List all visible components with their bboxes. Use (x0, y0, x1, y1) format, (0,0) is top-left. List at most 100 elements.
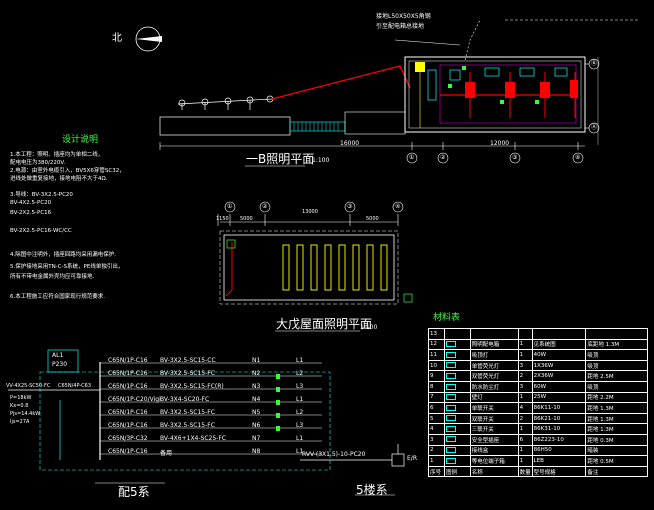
circuit-no: N7 (252, 435, 261, 442)
materials-cell: 3 (517, 380, 533, 393)
circuit-no: N3 (252, 383, 261, 390)
circuit-phase: L3 (296, 422, 304, 429)
materials-cell (443, 402, 471, 414)
circuit-phase: L2 (296, 370, 304, 377)
roof-dim-4: 5000 (366, 216, 379, 222)
materials-cell: 接线盒 (469, 444, 519, 457)
materials-cell: 序号 (428, 465, 445, 478)
circuit-cable: BV-3X2.5-SC15-FC(R) (160, 383, 224, 390)
b-axis-2: ② (440, 154, 446, 161)
materials-cell: 单联开关 (469, 402, 519, 414)
materials-cell: 86K31-10 (531, 423, 587, 435)
panel-left-label: Ijs=27A (10, 419, 30, 425)
materials-cell: 型号规格 (531, 465, 587, 478)
note-line: 6.本工程施工应符合国家现行规范要求. (10, 294, 105, 300)
note-line: 进线处做重复接地，接地电阻不大于4Ω. (10, 176, 108, 182)
materials-cell: 86H50 (531, 444, 587, 457)
small-system-title: 5楼系 (356, 483, 388, 497)
materials-cell: 1 (517, 391, 533, 404)
roof-dim-2: 5000 (240, 216, 253, 222)
note-line: 2.电源：由室外电缆引入，BV5X6穿管SC32， (10, 168, 125, 174)
legend-symbol-icon (445, 457, 456, 464)
materials-cell: 3 (517, 359, 533, 372)
note-line: 配电电压为380/220V. (10, 160, 66, 166)
materials-cell: 2X36W (531, 370, 587, 382)
roof-plan-scale: 1:100 (360, 324, 378, 331)
circuit-cable: BV-3X2.5-SC15-CC (160, 357, 216, 364)
materials-cell: 距地 1.3M (585, 423, 648, 435)
materials-cell: 6 (517, 433, 533, 446)
note-line: 5.保护接地采用TN-C-S系统，PE线单独引出， (10, 264, 124, 270)
circuit-cable: 备用 (160, 450, 173, 457)
materials-cell: 8 (428, 380, 445, 393)
legend-symbol-icon (445, 372, 456, 379)
materials-cell: 暗装 (585, 444, 648, 457)
materials-cell: 照明配电箱 (469, 338, 519, 351)
materials-cell: 见系统图 (531, 338, 587, 351)
materials-cell: 距地 2.5M (585, 370, 648, 382)
circuit-phase: L1 (296, 357, 304, 364)
materials-cell: 吸顶 (585, 349, 648, 361)
materials-cell: 9 (428, 370, 445, 382)
materials-cell: 1X36W (531, 359, 587, 372)
feeder-line (271, 65, 411, 100)
materials-cell: 3 (428, 433, 445, 446)
materials-cell: 双联开关 (469, 412, 519, 425)
materials-cell: 1 (517, 423, 533, 435)
materials-cell: 距地 0.5M (585, 455, 648, 467)
materials-cell (443, 391, 471, 404)
materials-cell: 三联开关 (469, 423, 519, 435)
b-axis-4: ④ (575, 154, 581, 161)
note-line: 3.导线：BV-3X2.5-PC20 (10, 192, 73, 198)
circuit-cable: BV-3X2.5-SC15-FC (160, 422, 215, 429)
circuit-no: N4 (252, 396, 261, 403)
design-notes-title: 设计说明 (62, 135, 99, 145)
materials-cell: 距地 1.3M (585, 412, 648, 425)
materials-cell: 60W (531, 380, 587, 393)
materials-cell: 5 (428, 412, 445, 425)
materials-cell: 吸顶 (585, 359, 648, 372)
materials-cell: 距地 0.3M (585, 433, 648, 446)
circuit-cable: BV-3X2.5-SC15-FC (160, 370, 215, 377)
b-plan-building (404, 56, 586, 133)
circuit-phase: L2 (296, 409, 304, 416)
small-system-cable: RVV-(3X1.5)-10-PC20 (302, 451, 366, 458)
materials-cell (443, 359, 471, 372)
materials-cell (531, 328, 587, 340)
circuit-phase: L1 (296, 396, 304, 403)
circuit-breaker: C65N/1P-C16 (108, 448, 148, 455)
materials-cell: 双管荧光灯 (469, 370, 519, 382)
materials-cell (443, 433, 471, 446)
note-line: BV-4X2.5-PC20 (10, 200, 52, 206)
materials-cell: 2 (517, 370, 533, 382)
roof-axis-4: ④ (395, 203, 401, 210)
legend-symbol-icon (445, 425, 456, 432)
materials-cell: 2 (517, 412, 533, 425)
circuit-breaker: C65N/1P-C16 (108, 422, 148, 429)
materials-cell: 名称 (469, 465, 519, 478)
b-plan-dim-1: 16000 (340, 140, 360, 147)
legend-symbol-icon (445, 447, 456, 454)
b-plan-dimensions (159, 58, 600, 164)
materials-cell: 备注 (585, 465, 648, 478)
b-plan-title: 一B照明平面 (246, 152, 315, 166)
materials-cell: 86K21-10 (531, 412, 587, 425)
materials-cell (585, 328, 648, 340)
materials-cell: 6 (428, 402, 445, 414)
materials-cell: 1 (517, 455, 533, 467)
materials-cell: 防水防尘灯 (469, 380, 519, 393)
legend-symbol-icon (445, 362, 456, 369)
note-line: 所有不带电金属外壳均应可靠接地. (10, 274, 95, 280)
small-system-schematic (300, 444, 405, 496)
circuit-cable: BV-3X2.5-SC15-FC (160, 409, 215, 416)
b-plan-walkway (159, 111, 406, 136)
legend-symbol-icon (445, 415, 456, 422)
panel-box-sub: P230 (52, 361, 68, 368)
